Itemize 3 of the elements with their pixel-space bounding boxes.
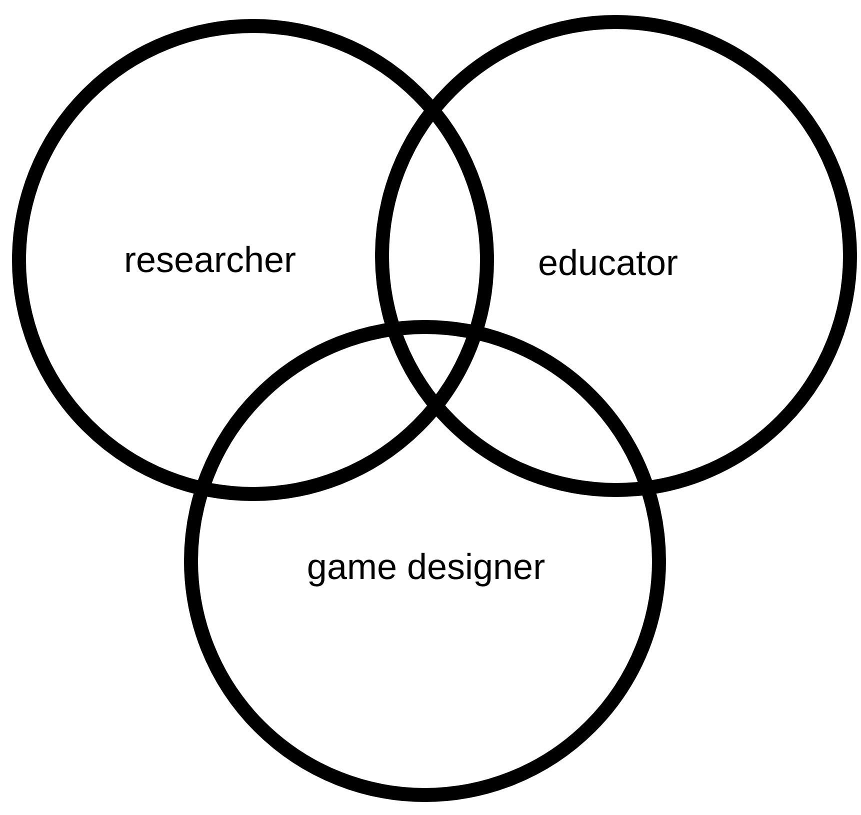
- circle-label: researcher: [124, 239, 296, 281]
- circle-label: game designer: [306, 546, 546, 588]
- circle-label: educator: [538, 242, 678, 284]
